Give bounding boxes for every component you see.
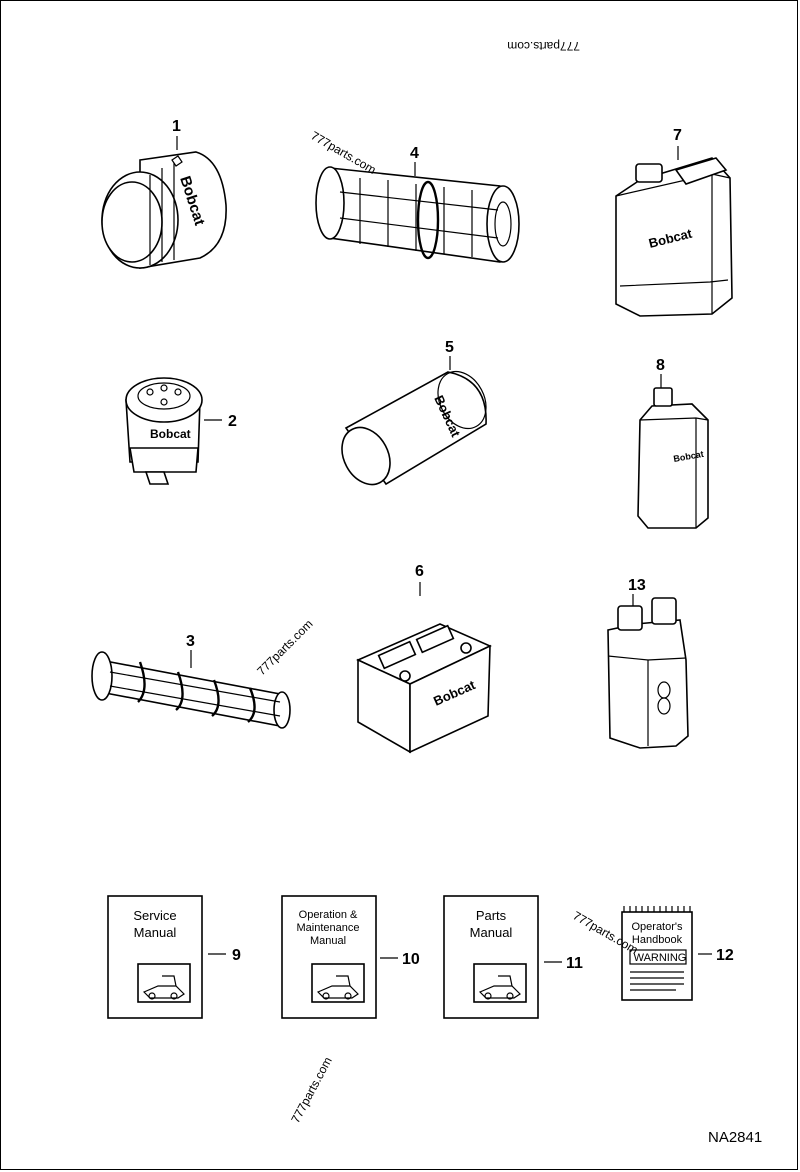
part-2-fuel-filter[interactable]: Bobcat <box>125 377 203 485</box>
part-1-oil-filter[interactable]: Bobcat <box>101 151 227 269</box>
part-7-fluid-jug[interactable]: Bobcat <box>615 157 733 317</box>
watermark-part-3: 777parts.com <box>254 617 315 678</box>
parts-manual-title-line2: Manual <box>470 925 513 940</box>
part-2-brand-label: Bobcat <box>150 427 191 441</box>
part-5-cylinder-filter[interactable]: Bobcat <box>332 363 495 493</box>
parts-manual-title-line1: Parts <box>476 908 507 923</box>
part-9-service-manual[interactable]: Service Manual <box>107 895 203 1019</box>
handbook-warning-label: WARNING <box>634 952 687 964</box>
callout-4: 4 <box>410 145 419 162</box>
callout-7: 7 <box>673 127 682 144</box>
callout-10: 10 <box>402 951 420 968</box>
watermark-bottom: 777parts.com <box>288 1055 334 1126</box>
part-11-parts-manual[interactable]: Parts Manual <box>443 895 539 1019</box>
callout-9: 9 <box>232 947 241 964</box>
part-4-air-filter[interactable] <box>315 166 520 263</box>
watermark-top: 777parts.com <box>507 39 580 53</box>
part-6-battery[interactable]: Bobcat <box>356 623 492 754</box>
service-manual-title-line1: Service <box>133 908 176 923</box>
callout-3: 3 <box>186 633 195 650</box>
om-manual-title-line1: Operation & <box>299 909 358 921</box>
service-manual-title-line2: Manual <box>134 925 177 940</box>
handbook-title-line2: Handbook <box>632 934 683 946</box>
part-3-strainer[interactable] <box>91 651 291 729</box>
drawing-number: NA2841 <box>708 1129 762 1146</box>
part-13-mixing-bottle[interactable] <box>607 597 689 749</box>
part-12-operators-handbook[interactable]: Operator's Handbook WARNING <box>621 906 693 1001</box>
om-manual-title-line2: Maintenance <box>297 922 360 934</box>
callout-6: 6 <box>415 563 424 580</box>
om-manual-title-line3: Manual <box>310 935 346 947</box>
callout-11: 11 <box>566 955 583 972</box>
part-10-operation-maintenance-manual[interactable]: Operation & Maintenance Manual <box>281 895 377 1019</box>
callout-13: 13 <box>628 577 646 594</box>
callout-2: 2 <box>228 413 237 430</box>
callout-5: 5 <box>445 339 454 356</box>
callout-12: 12 <box>716 947 734 964</box>
callout-8: 8 <box>656 357 665 374</box>
part-8-quart-bottle[interactable]: Bobcat <box>637 387 709 529</box>
handbook-title-line1: Operator's <box>631 921 683 933</box>
callout-1: 1 <box>172 118 181 135</box>
